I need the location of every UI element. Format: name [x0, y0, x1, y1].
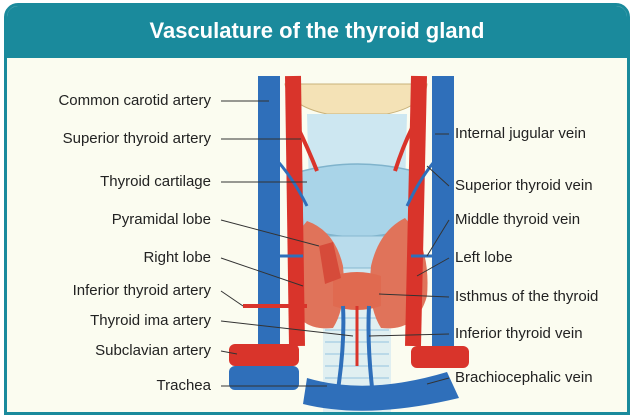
- figure-frame: Vasculature of the thyroid gland: [4, 3, 630, 415]
- label-subclavian-artery: Subclavian artery: [95, 342, 211, 360]
- label-thyroid-cartilage: Thyroid cartilage: [100, 173, 211, 191]
- label-left-lobe: Left lobe: [455, 249, 513, 267]
- left-common-carotid-artery: [413, 76, 419, 346]
- label-superior-thyroid-vein: Superior thyroid vein: [455, 177, 593, 195]
- label-internal-jugular-vein: Internal jugular vein: [455, 125, 586, 143]
- label-inferior-thyroid-vein: Inferior thyroid vein: [455, 325, 583, 343]
- label-common-carotid-artery: Common carotid artery: [58, 92, 211, 110]
- label-isthmus-of-the-thyroid: Isthmus of the thyroid: [455, 288, 598, 306]
- left-subclavian: [411, 346, 469, 368]
- label-brachiocephalic-vein: Brachiocephalic vein: [455, 369, 593, 387]
- hyoid-bone: [285, 84, 427, 114]
- label-inferior-thyroid-artery: Inferior thyroid artery: [73, 282, 211, 300]
- label-superior-thyroid-artery: Superior thyroid artery: [63, 130, 211, 148]
- label-pyramidal-lobe: Pyramidal lobe: [112, 211, 211, 229]
- label-trachea: Trachea: [157, 377, 211, 395]
- subclavian-artery: [229, 344, 299, 366]
- label-right-lobe: Right lobe: [143, 249, 211, 267]
- label-thyroid-ima-artery: Thyroid ima artery: [90, 312, 211, 330]
- label-middle-thyroid-vein: Middle thyroid vein: [455, 211, 580, 229]
